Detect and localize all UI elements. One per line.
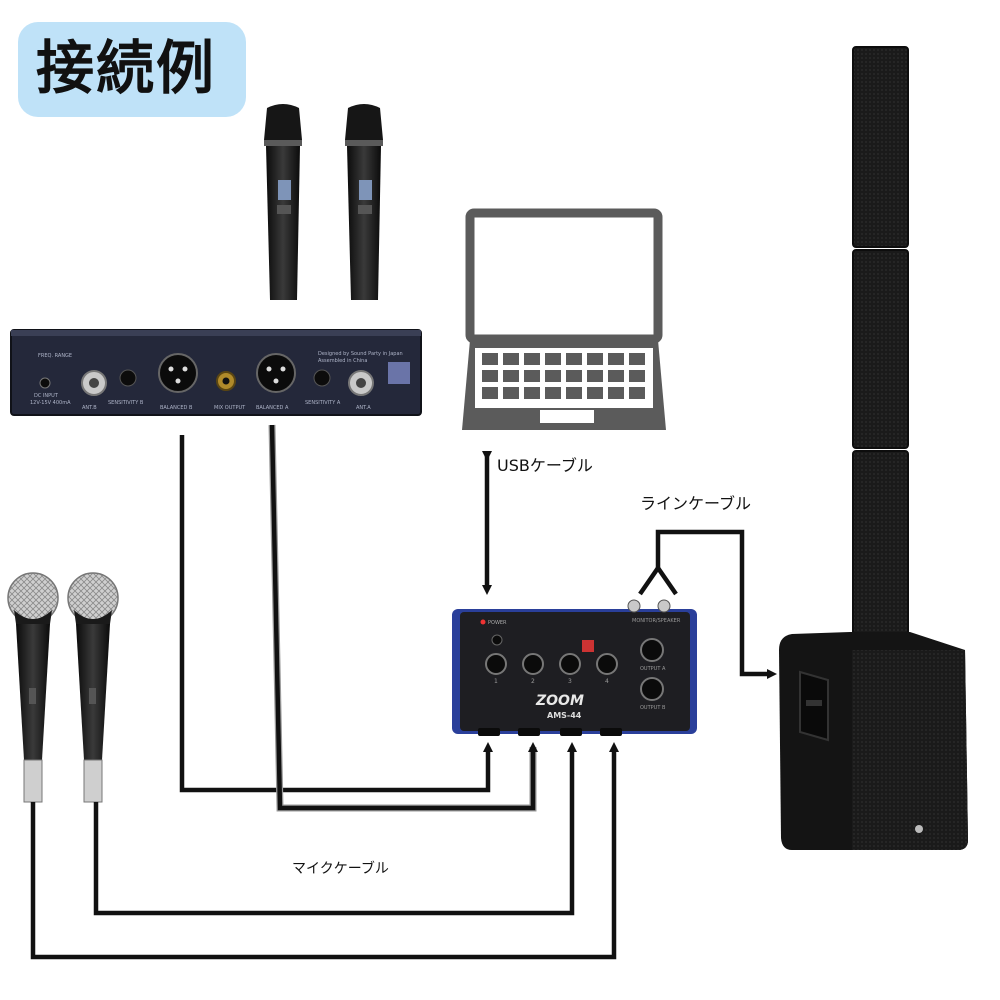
cable-balanced-b-to-input1 — [179, 435, 493, 793]
ch3-label: 3 — [568, 678, 572, 685]
zoom-logo: ZOOM — [535, 693, 584, 709]
cable-mic2-to-input3 — [93, 742, 577, 916]
xlr-balanced-b — [158, 353, 198, 393]
line-cable-label: ラインケーブル — [640, 494, 752, 513]
ch2-label: 2 — [531, 678, 535, 685]
output-a-label: OUTPUT A — [640, 666, 666, 672]
receiver-balanced-b-label: BALANCED B — [160, 405, 193, 411]
wireless-mic-2 — [345, 104, 383, 300]
cables — [30, 424, 777, 960]
receiver-sens-a-label: SENSITIVITY A — [305, 400, 341, 406]
ch2-knob — [522, 653, 544, 675]
receiver-label-sticker — [388, 362, 410, 384]
xlr-balanced-a — [256, 353, 296, 393]
dc-input-jack — [39, 377, 51, 389]
column-speaker — [779, 46, 968, 850]
output-b-label: OUTPUT B — [640, 705, 666, 711]
monitor-label: MONITOR/SPEAKER — [632, 618, 681, 624]
input-4-jack — [600, 728, 622, 736]
line-out-r-jack — [657, 599, 671, 613]
title-badge — [18, 22, 246, 117]
receiver-dc-spec-label: 12V-15V 400mA — [30, 400, 71, 406]
cable-balanced-a-to-input2 — [269, 424, 538, 811]
mic-cable-label: マイクケーブル — [292, 861, 389, 877]
sensitivity-b-knob — [119, 369, 137, 387]
receiver-mix-output-label: MIX OUTPUT — [214, 405, 246, 411]
cable-mic1-to-input4 — [30, 742, 619, 960]
model-label: AMS-44 — [547, 711, 582, 720]
ch4-label: 4 — [605, 678, 609, 685]
receiver-freq-label: FREQ. RANGE — [38, 353, 72, 359]
line-cable-to-speaker — [655, 529, 777, 679]
receiver-dc-input-label: DC INPUT — [34, 393, 59, 399]
ch1-knob — [485, 653, 507, 675]
input-1-jack — [478, 728, 500, 736]
audio-interface: POWER 1 2 3 4 OUTPUT A OUTPUT B MONITOR/… — [452, 599, 697, 736]
output-b-knob — [640, 677, 664, 701]
sensitivity-a-knob — [313, 369, 331, 387]
page-title: 接続例 — [36, 34, 217, 102]
speaker-logo-icon — [915, 825, 923, 833]
receiver-designed-label: Designed by Sound Party in Japan — [318, 351, 403, 357]
receiver-sens-b-label: SENSITIVITY B — [108, 400, 144, 406]
ch4-knob — [596, 653, 618, 675]
record-indicator — [582, 640, 594, 652]
wireless-receiver: FREQ. RANGE DC INPUT 12V-15V 400mA ANT.B… — [10, 329, 422, 416]
line-out-l-jack — [627, 599, 641, 613]
laptop-icon — [462, 208, 666, 430]
output-a-knob — [640, 638, 664, 662]
line-cable-split — [638, 564, 678, 596]
receiver-balanced-a-label: BALANCED A — [256, 405, 289, 411]
wired-mic-1 — [7, 572, 59, 803]
power-label: POWER — [488, 620, 507, 626]
ch1-label: 1 — [494, 678, 498, 685]
input-2-jack — [518, 728, 540, 736]
wireless-mic-1 — [264, 104, 302, 300]
receiver-assembled-label: Assembled in China — [318, 358, 367, 364]
ch3-knob — [559, 653, 581, 675]
usb-cable-label: USBケーブル — [497, 456, 593, 475]
receiver-ant-b-label: ANT.B — [82, 405, 97, 411]
receiver-ant-a-label: ANT.A — [356, 405, 371, 411]
input-3-jack — [560, 728, 582, 736]
wired-mic-2 — [67, 572, 119, 803]
